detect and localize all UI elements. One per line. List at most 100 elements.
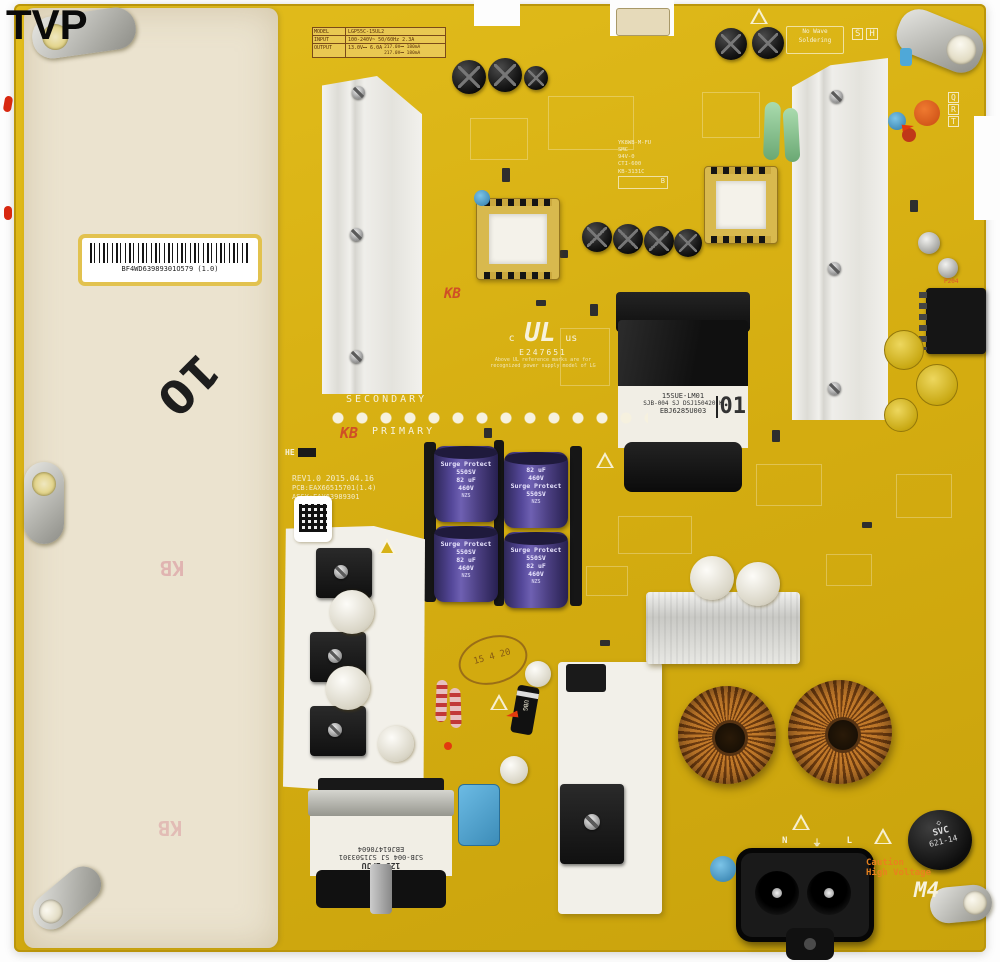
disc-capacitor-yellow bbox=[884, 330, 924, 370]
electrolytic-capacitor bbox=[715, 28, 747, 60]
cap-text: 460V bbox=[528, 570, 544, 579]
insulator-sheet bbox=[24, 8, 278, 948]
silkscreen-outline bbox=[560, 328, 610, 386]
cap-text: 460V bbox=[458, 564, 474, 573]
cap-text: 550SV bbox=[456, 548, 476, 557]
silkscreen-outline bbox=[702, 92, 760, 138]
s-mark: S bbox=[852, 28, 864, 40]
model-value: LGP55C-15UL2 bbox=[348, 29, 385, 35]
ul-file-number: E247651 bbox=[519, 348, 567, 357]
smd-component bbox=[600, 640, 610, 646]
ink-line: SMC bbox=[618, 147, 628, 154]
disc-capacitor-orange bbox=[914, 100, 940, 126]
ceramic-standoff bbox=[525, 661, 551, 687]
qr-sticker bbox=[294, 496, 332, 542]
ceramic-standoff bbox=[378, 726, 414, 762]
main-transformer: 15SUE-LM01 SJB-004 SJ DSJ150420 K EBJ628… bbox=[616, 292, 750, 492]
surge-capacitor: Surge Protect 550SV 82 uF 460V NZS bbox=[434, 446, 498, 522]
barcode-sticker: BF4WD63989301O579 (1.0) bbox=[82, 238, 258, 282]
electrolytic-capacitor bbox=[613, 224, 643, 254]
red-paint-mark bbox=[4, 206, 12, 220]
connector-top bbox=[616, 8, 670, 36]
surge-capacitor: 82 uF 460V Surge Protect 550SV NZS bbox=[504, 452, 568, 528]
silkscreen-outline bbox=[756, 464, 822, 506]
silkscreen-outline bbox=[896, 474, 952, 518]
ac-inlet-tab bbox=[786, 928, 834, 960]
line-label: L bbox=[846, 836, 852, 846]
input-value: 100-240V~ 50/60Hz 2.3A bbox=[348, 37, 415, 43]
resistor-banded bbox=[435, 679, 448, 723]
capacitor-silver bbox=[938, 258, 958, 278]
ink-line: CTI-600 bbox=[618, 161, 642, 168]
silkscreen-outline bbox=[826, 554, 872, 586]
ferrite-transformer bbox=[704, 166, 778, 244]
screw bbox=[350, 228, 363, 241]
screw bbox=[828, 262, 841, 275]
board-edge-notch bbox=[474, 0, 520, 26]
no-wave-line1: No Wave bbox=[802, 28, 828, 35]
rev-line1: REV1.0 2015.04.16 bbox=[292, 474, 374, 483]
connector-p204 bbox=[919, 288, 986, 354]
silkscreen-outline bbox=[618, 516, 692, 554]
model-key: MODEL bbox=[313, 28, 346, 35]
heatsink-right bbox=[792, 58, 888, 420]
qr-code bbox=[299, 504, 327, 532]
ferrite-transformer bbox=[476, 198, 560, 280]
electrolytic-capacitor bbox=[752, 27, 784, 59]
ul-us: us bbox=[565, 333, 578, 344]
ceramic-standoff bbox=[326, 666, 370, 710]
disc-capacitor-svc: ◇ SVC 621-14 bbox=[908, 810, 972, 870]
h-mark: H bbox=[866, 28, 878, 40]
ac-inlet-silkscreen: N ⏚ L bbox=[782, 836, 852, 849]
film-capacitor-blue bbox=[458, 784, 500, 846]
t-mark: T bbox=[948, 116, 959, 127]
smd-component bbox=[862, 522, 872, 528]
he-text: HE bbox=[285, 448, 295, 457]
ceramic-capacitor bbox=[690, 556, 734, 600]
ul-c: c bbox=[508, 333, 515, 344]
tvp-watermark: TVP bbox=[6, 1, 88, 48]
smd-component bbox=[484, 428, 492, 438]
cap-text: 460V bbox=[458, 484, 474, 493]
cap-text: 550SV bbox=[456, 468, 476, 477]
no-wave-stamp: No Wave Soldering bbox=[786, 26, 844, 54]
cap-text: 82 uF bbox=[456, 476, 476, 485]
kb-logo: KB bbox=[340, 424, 359, 442]
earth-symbol: ⏚ bbox=[812, 839, 822, 849]
m4-mark: M4 bbox=[914, 878, 940, 902]
faint-kb-print: KB bbox=[158, 816, 183, 840]
heatsink-left bbox=[322, 76, 422, 394]
screw bbox=[828, 382, 841, 395]
smd-component bbox=[536, 300, 546, 306]
diode-label: UBG bbox=[520, 699, 530, 712]
r-mark: R bbox=[948, 104, 959, 115]
disc-capacitor-red bbox=[902, 128, 916, 142]
ink-stamp: YK8WB-M-FU SMC 94V-0 CTI-600 KB-3131C B bbox=[618, 140, 678, 189]
caution-line2: High Voltage bbox=[866, 868, 932, 879]
barcode bbox=[90, 243, 250, 263]
primary-label: PRIMARY bbox=[372, 426, 436, 437]
input-key: INPUT bbox=[313, 36, 346, 43]
electrolytic-capacitor bbox=[452, 60, 486, 94]
isolation-dot-row bbox=[330, 410, 648, 426]
bt-lot: SJB-004 SJ SJ1503301 bbox=[338, 853, 424, 861]
power-transistor bbox=[316, 548, 372, 598]
capacitor-blue-small bbox=[900, 48, 912, 66]
ul-mark: c UL us E247651 Above UL reference marks… bbox=[478, 318, 608, 369]
ink-line: YK8WB-M-FU bbox=[618, 140, 652, 146]
disc-capacitor-yellow bbox=[916, 364, 958, 406]
cap-text: 460V bbox=[528, 474, 544, 483]
disc-capacitor-yellow bbox=[884, 398, 918, 432]
caution-text: Caution High Voltage bbox=[866, 858, 931, 879]
cap-text: 82 uF bbox=[456, 556, 476, 565]
disc-capacitor-blue bbox=[710, 856, 736, 882]
electrolytic-capacitor bbox=[582, 222, 612, 252]
ul-caption1: Above UL reference marks are for bbox=[494, 357, 592, 363]
output-value-2: 217.0V⎓ 180mA bbox=[384, 45, 421, 50]
disc-capacitor-blue bbox=[888, 112, 906, 130]
screw bbox=[352, 86, 365, 99]
smd-component bbox=[590, 304, 598, 316]
surge-capacitor: Surge Protect 550SV 82 uF 460V NZS bbox=[504, 532, 568, 608]
rev-line2: PCB:EAX66515701(1.4) bbox=[292, 484, 377, 493]
